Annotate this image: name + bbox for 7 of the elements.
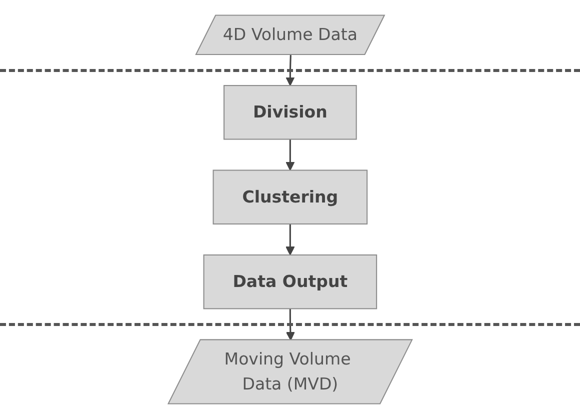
arrow xyxy=(285,55,295,86)
node-box: Division xyxy=(223,85,357,140)
node-box: Clustering xyxy=(212,170,368,224)
arrow xyxy=(286,308,295,341)
arrow xyxy=(285,224,295,256)
arrow xyxy=(285,139,295,171)
node-box: Data Output xyxy=(203,254,377,310)
